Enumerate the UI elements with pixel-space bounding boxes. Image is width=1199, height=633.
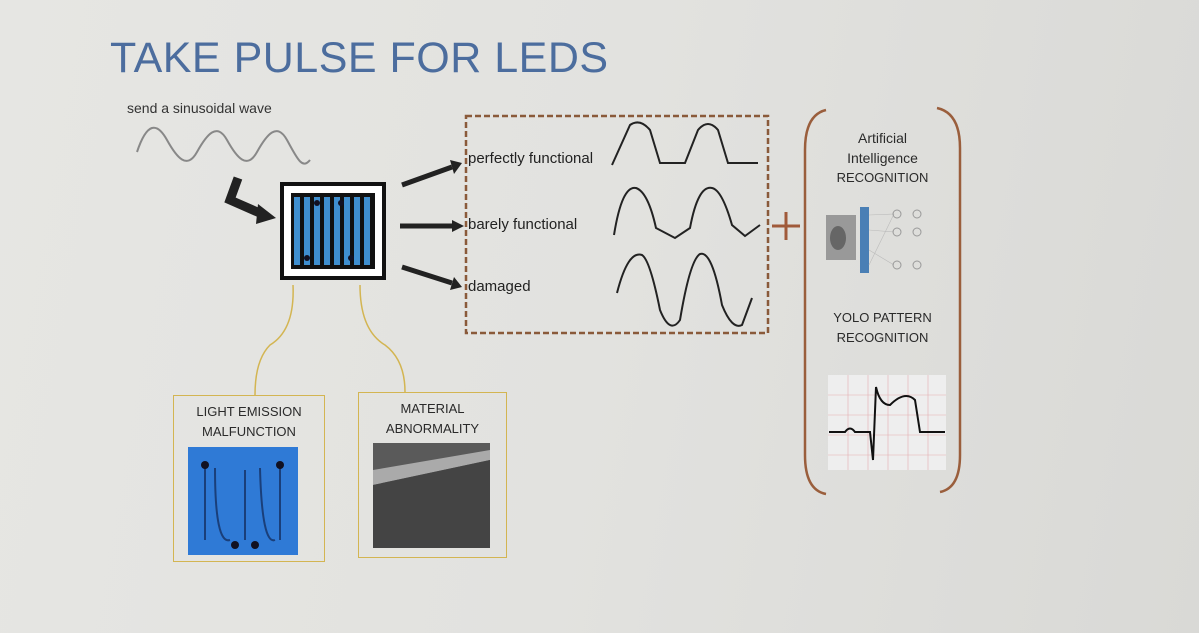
fault-box-light-emission: LIGHT EMISSION MALFUNCTION <box>173 395 325 562</box>
fault-line-2: ABNORMALITY <box>385 421 480 436</box>
slide-title: TAKE PULSE FOR LEDS <box>110 34 609 82</box>
input-arrow-icon <box>224 176 276 224</box>
ecg-chart-icon <box>828 375 946 470</box>
input-wave-label: send a sinusoidal wave <box>127 100 272 116</box>
waveform-damaged <box>616 252 753 327</box>
fault-label: LIGHT EMISSION MALFUNCTION <box>174 402 324 442</box>
light-emission-image <box>188 447 298 555</box>
material-abnormality-image <box>373 443 490 548</box>
waveform-barely <box>613 186 761 240</box>
ai-line-1: Artificial <box>857 130 907 146</box>
yolo-line-1: YOLO PATTERN <box>833 310 932 325</box>
ai-line-3: RECOGNITION <box>836 170 929 185</box>
state-label-barely: barely functional <box>468 216 578 233</box>
left-paren <box>803 108 827 496</box>
fault-box-material: MATERIAL ABNORMALITY <box>358 392 507 558</box>
ai-recognition-label: Artificial Intelligence RECOGNITION <box>810 128 955 188</box>
yolo-recognition-label: YOLO PATTERN RECOGNITION <box>810 308 955 348</box>
fault-line-1: MATERIAL <box>400 401 465 416</box>
connector-right <box>359 284 406 393</box>
fault-line-1: LIGHT EMISSION <box>196 404 302 419</box>
neural-network-icon <box>826 207 922 273</box>
led-chip-icon <box>280 182 386 280</box>
fault-label: MATERIAL ABNORMALITY <box>359 399 506 439</box>
sine-wave-icon <box>136 126 311 165</box>
yolo-line-2: RECOGNITION <box>836 330 929 345</box>
right-paren <box>936 106 962 494</box>
connector-left <box>254 284 294 396</box>
state-label-damaged: damaged <box>468 278 531 295</box>
fault-line-2: MALFUNCTION <box>202 424 296 439</box>
state-arrows <box>400 160 464 290</box>
plus-icon <box>772 212 800 240</box>
state-label-perfect: perfectly functional <box>468 150 594 167</box>
ai-line-2: Intelligence <box>847 150 918 166</box>
waveform-perfect <box>611 121 758 166</box>
states-box <box>464 114 770 335</box>
